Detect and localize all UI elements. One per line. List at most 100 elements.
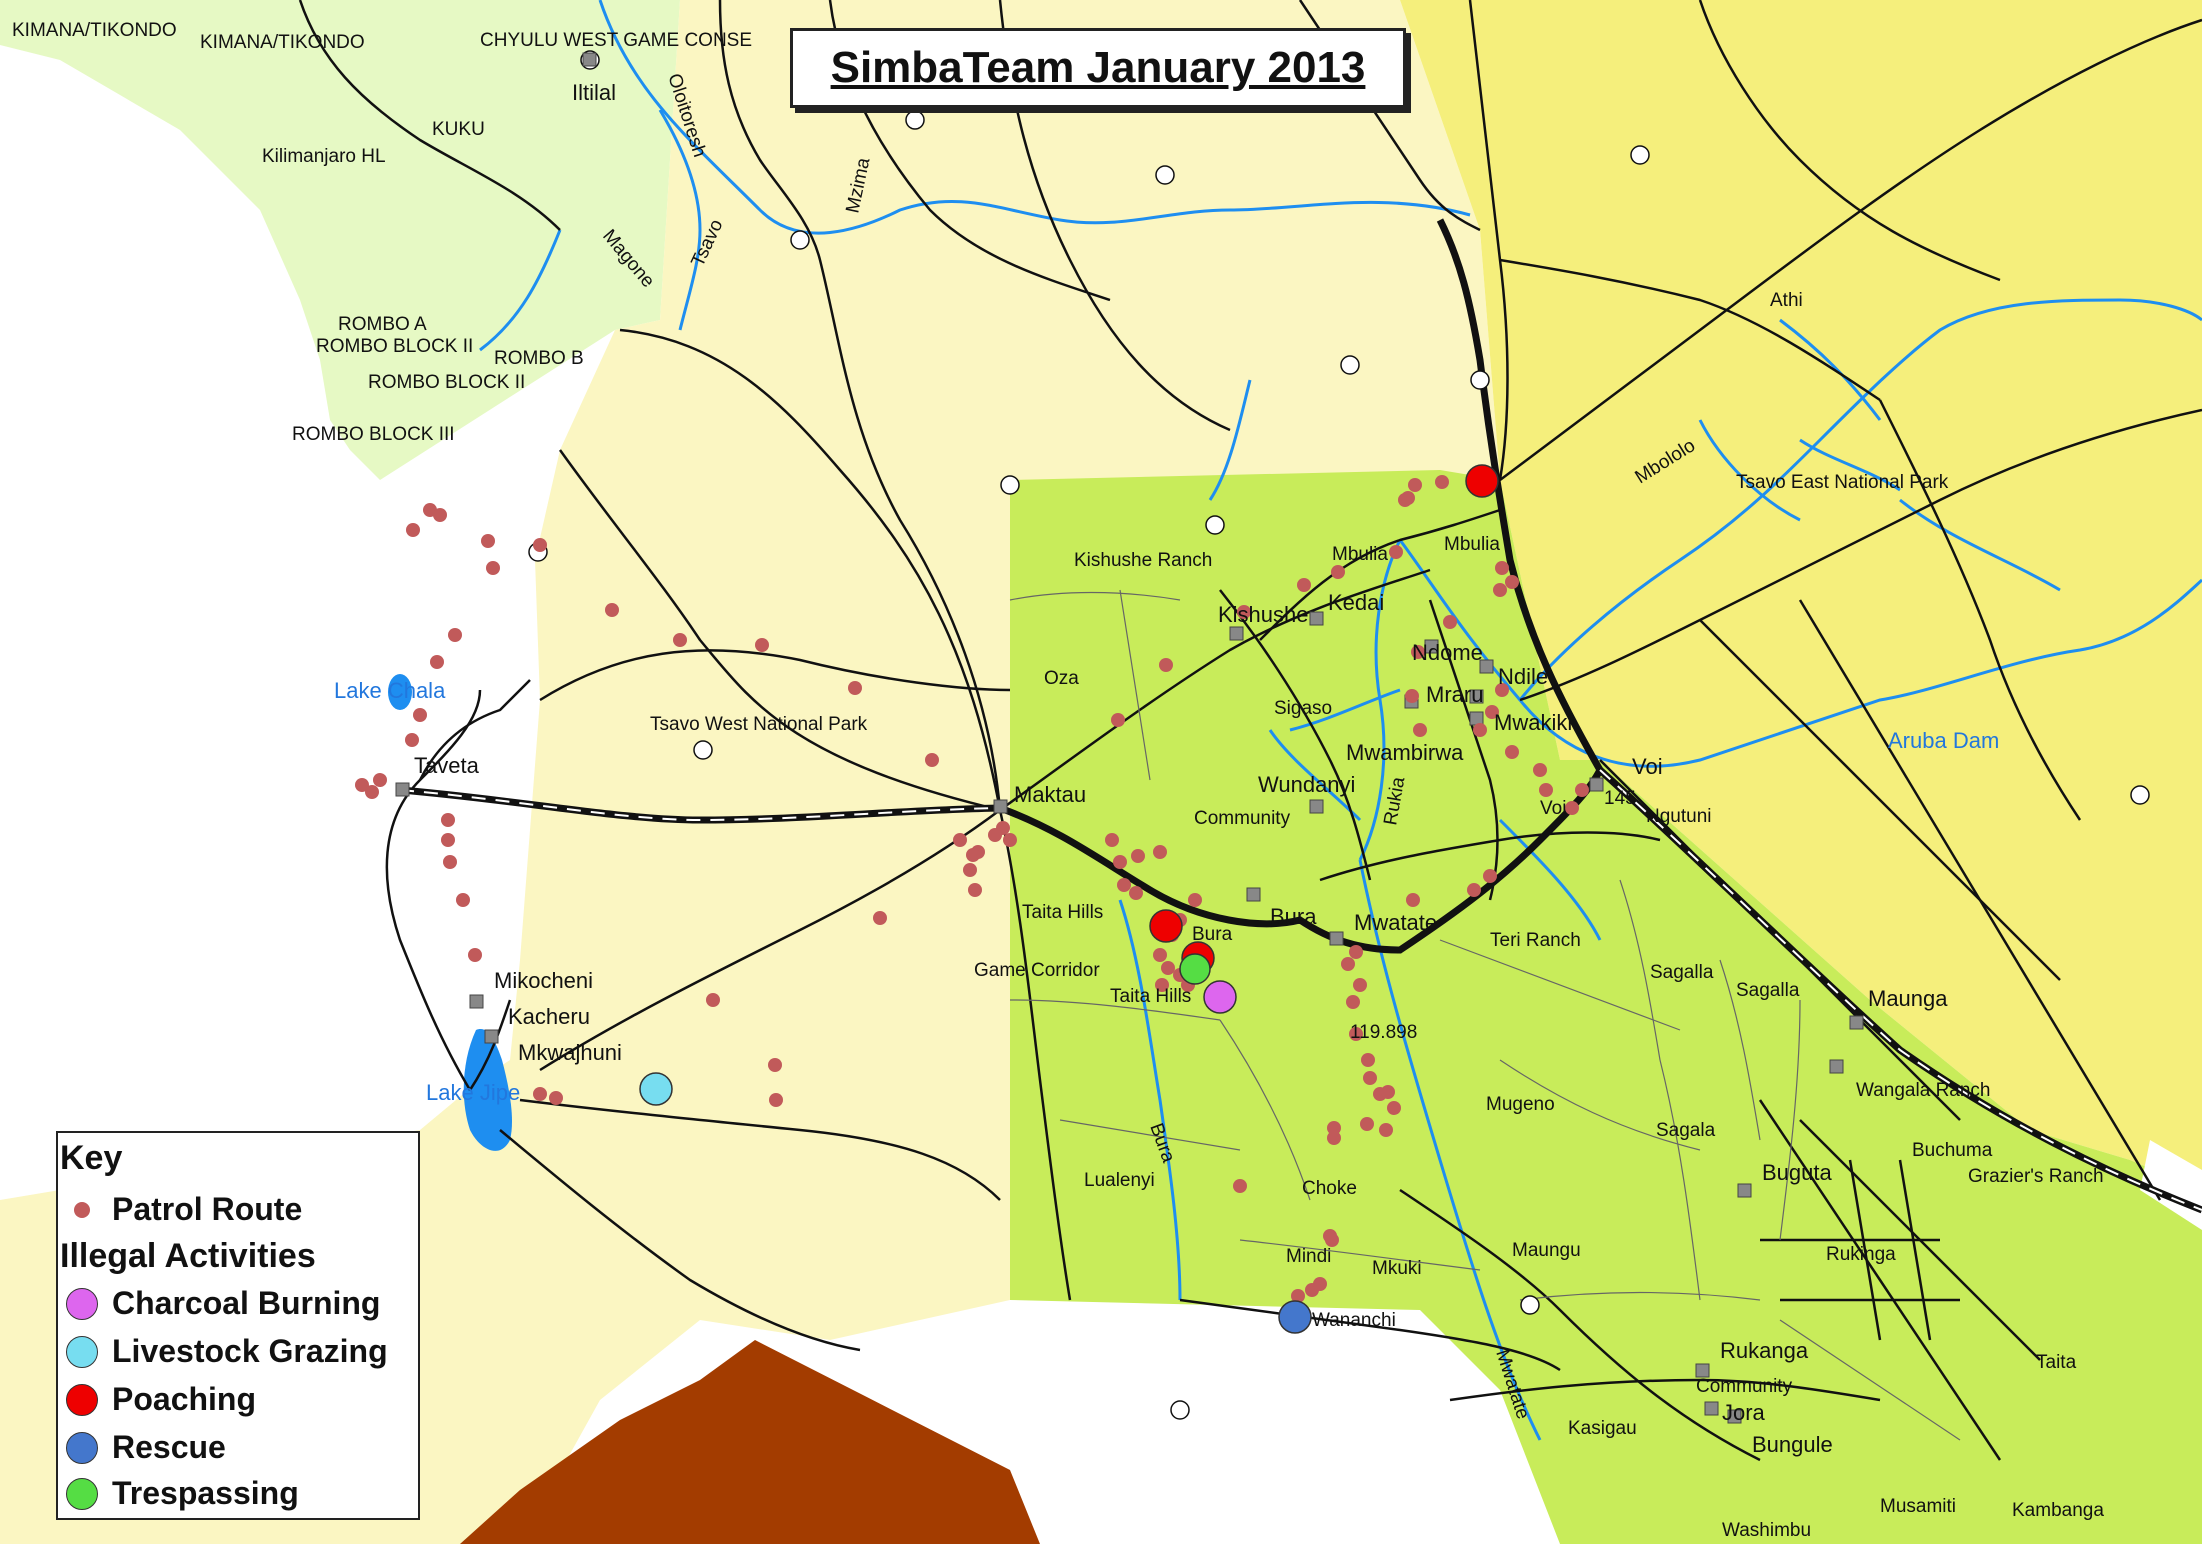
patrol-dot [1381, 1085, 1395, 1099]
label-kilimanjaro: Kilimanjaro HL [262, 146, 386, 167]
patrol-dot [1113, 855, 1127, 869]
label-sigaso: Sigaso [1274, 698, 1332, 719]
patrol-dot [1565, 801, 1579, 815]
patrol-dot [1405, 689, 1419, 703]
label-mbulia-1: Mbulia [1332, 544, 1388, 565]
patrol-dot [1401, 491, 1415, 505]
trespassing-circle-icon [66, 1477, 98, 1510]
patrol-dot [1361, 1053, 1375, 1067]
patrol-dot [1360, 1117, 1374, 1131]
label-rombo-b: ROMBO B [494, 348, 584, 369]
incident-markers [639, 464, 1499, 1334]
patrol-dot [1363, 1071, 1377, 1085]
label-bura-large: Bura [1270, 904, 1317, 929]
patrol-dot [1483, 869, 1497, 883]
patrol-dot [468, 948, 482, 962]
label-bura-small: Bura [1192, 924, 1233, 945]
patrol-dot [1327, 1131, 1341, 1145]
label-taveta: Taveta [414, 753, 480, 778]
patrol-dot [433, 508, 447, 522]
legend-label: Patrol Route [112, 1191, 303, 1227]
label-wundanyi: Wundanyi [1258, 772, 1355, 797]
conservancy-area [0, 0, 680, 480]
label-community-1: Community [1194, 808, 1291, 829]
lake-chala [388, 674, 412, 710]
label-wangala-ranch: Wangala Ranch [1856, 1080, 1990, 1101]
legend-label: Livestock Grazing [112, 1333, 388, 1369]
patrol-dot [549, 1091, 563, 1105]
patrol-dot [1153, 845, 1167, 859]
poaching-circle-icon [66, 1383, 98, 1416]
patrol-dot [413, 708, 427, 722]
patrol-dot [533, 1087, 547, 1101]
patrol-dot [755, 638, 769, 652]
label-musamiti: Musamiti [1880, 1496, 1956, 1517]
label-rombo-block-3: ROMBO BLOCK III [292, 424, 455, 445]
patrol-dot [1495, 683, 1509, 697]
patrol-dot [1297, 578, 1311, 592]
label-lake-chala: Lake Chala [334, 678, 446, 703]
patrol-dot [1443, 615, 1457, 629]
town-markers [395, 52, 1864, 1424]
patrol-dot [1435, 475, 1449, 489]
livestock-marker[interactable] [639, 1072, 673, 1106]
label-taita: Taita [2036, 1352, 2077, 1373]
label-kambanga: Kambanga [2012, 1500, 2104, 1521]
patrol-dot [1411, 645, 1425, 659]
patrol-dot [1233, 1179, 1247, 1193]
poaching-marker[interactable] [1465, 464, 1499, 498]
label-maunga: Maunga [1868, 986, 1948, 1011]
label-lake-jipe: Lake Jipe [426, 1080, 520, 1105]
patrol-dot [1111, 713, 1125, 727]
patrol-dot [1413, 723, 1427, 737]
label-rombo-a: ROMBO A [338, 314, 427, 335]
legend-illegal-heading: Illegal Activities [60, 1237, 316, 1275]
patrol-dot [1387, 1101, 1401, 1115]
patrol-dot [1539, 783, 1553, 797]
ranch-boundaries [1009, 589, 1961, 1441]
rescue-marker[interactable] [1278, 1300, 1312, 1334]
patrol-dot [848, 681, 862, 695]
patrol-dot [1131, 849, 1145, 863]
trespassing-marker[interactable] [1179, 953, 1211, 985]
map-title-box: SimbaTeam January 2013 [790, 28, 1406, 108]
charcoal-marker[interactable] [1203, 980, 1237, 1014]
label-ngutuni: Ngutuni [1646, 806, 1712, 827]
patrol-dot [1331, 565, 1345, 579]
patrol-dot [373, 773, 387, 787]
label-voi-town: Voi [1632, 754, 1663, 779]
label-buguta: Buguta [1762, 1160, 1832, 1185]
label-kimana-1: KIMANA/TIKONDO [12, 20, 177, 41]
legend-item-trespassing: Trespassing [66, 1475, 299, 1512]
patrol-dot [406, 523, 420, 537]
label-choke: Choke [1302, 1178, 1357, 1199]
patrol-dot [1467, 883, 1481, 897]
label-voi: Voi [1540, 798, 1566, 819]
legend-label: Rescue [112, 1429, 226, 1465]
patrol-dot [768, 1058, 782, 1072]
patrol-dot [953, 833, 967, 847]
label-ndile: Ndile [1498, 664, 1548, 689]
airstrip-markers [528, 50, 2150, 1420]
poaching-marker[interactable] [1149, 909, 1183, 943]
patrol-dot [1406, 893, 1420, 907]
brown-area [460, 1340, 1040, 1544]
patrol-dot [673, 633, 687, 647]
patrol-dot [1155, 978, 1169, 992]
patrol-dot [486, 561, 500, 575]
label-sagalla-1: Sagalla [1650, 962, 1714, 983]
patrol-dot [873, 911, 887, 925]
patrol-dot [1533, 763, 1547, 777]
legend-key-heading: Key [60, 1139, 123, 1177]
patrol-dot [441, 833, 455, 847]
label-bungule: Bungule [1752, 1432, 1833, 1457]
label-oza: Oza [1044, 668, 1079, 689]
patrol-dot [769, 1093, 783, 1107]
label-sagalla-2: Sagalla [1736, 980, 1800, 1001]
label-maungu: Maungu [1512, 1240, 1581, 1261]
label-aruba-dam: Aruba Dam [1888, 728, 1999, 753]
patrol-dot [1353, 978, 1367, 992]
patrol-dot [1346, 995, 1360, 1009]
label-maktau: Maktau [1014, 782, 1086, 807]
label-mindi: Mindi [1286, 1246, 1331, 1267]
